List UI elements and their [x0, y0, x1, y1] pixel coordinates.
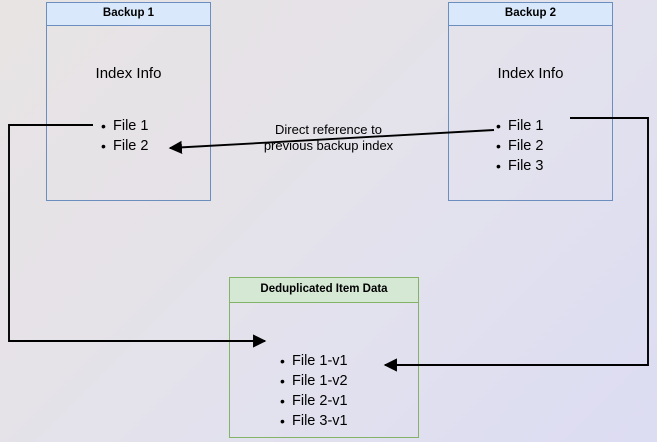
- list-item: File 1-v1: [280, 351, 348, 371]
- list-item: File 3-v1: [280, 411, 348, 431]
- list-item: File 2: [496, 136, 544, 156]
- list-item: File 3: [496, 156, 544, 176]
- list-item: File 2: [101, 136, 149, 156]
- list-item: File 1: [101, 116, 149, 136]
- backup-1-header: Backup 1: [47, 3, 210, 26]
- caption-line-1: Direct reference to: [275, 122, 382, 137]
- list-item: File 1-v2: [280, 371, 348, 391]
- dedup-body: File 1-v1 File 1-v2 File 2-v1 File 3-v1: [230, 303, 418, 437]
- backup-1-index-label: Index Info: [95, 65, 162, 82]
- list-item: File 2-v1: [280, 391, 348, 411]
- backup-2-header: Backup 2: [449, 3, 612, 26]
- list-item: File 1: [496, 116, 544, 136]
- backup-1-node[interactable]: Backup 1 Index Info File 1 File 2: [46, 2, 211, 201]
- dedup-item-list: File 1-v1 File 1-v2 File 2-v1 File 3-v1: [278, 351, 348, 431]
- deduplicated-item-data-node[interactable]: Deduplicated Item Data File 1-v1 File 1-…: [229, 277, 419, 438]
- direct-reference-caption: Direct reference to previous backup inde…: [246, 122, 411, 154]
- backup-2-index-label: Index Info: [497, 65, 564, 82]
- backup-1-file-list: File 1 File 2: [99, 116, 149, 156]
- caption-line-2: previous backup index: [263, 138, 394, 153]
- backup-2-file-list: File 1 File 2 File 3: [494, 116, 544, 176]
- backup-2-body: Index Info File 1 File 2 File 3: [449, 26, 612, 200]
- backup-1-body: Index Info File 1 File 2: [47, 26, 210, 200]
- backup-2-node[interactable]: Backup 2 Index Info File 1 File 2 File 3: [448, 2, 613, 201]
- dedup-header: Deduplicated Item Data: [230, 278, 418, 303]
